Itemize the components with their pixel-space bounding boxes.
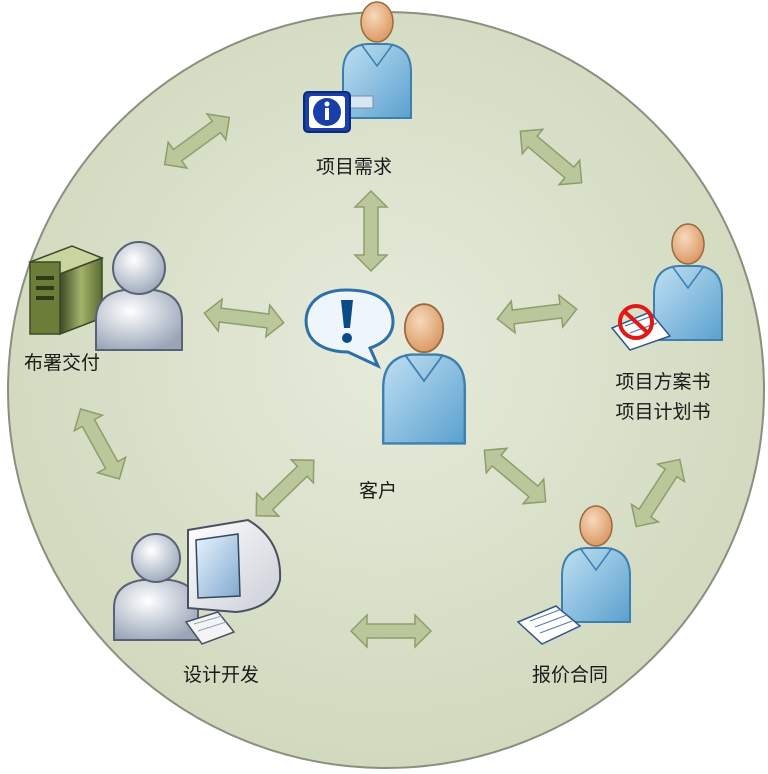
client-label: 客户 — [359, 480, 397, 502]
speech-bubble-icon — [304, 288, 395, 370]
development-label: 设计开发 — [183, 664, 259, 686]
info-icon — [303, 91, 351, 133]
contract-document-icon — [516, 605, 582, 645]
proposal-label-line2: 项目计划书 — [615, 401, 710, 423]
forbidden-icon — [618, 304, 654, 340]
development-user-icon — [113, 533, 199, 641]
quote-label: 报价合同 — [532, 664, 608, 686]
server-icon — [27, 245, 105, 336]
deployment-user-icon — [95, 241, 183, 351]
requirements-label: 项目需求 — [316, 156, 392, 178]
computer-icon — [184, 518, 282, 645]
deployment-label: 布署交付 — [24, 352, 100, 374]
proposal-label-line1: 项目方案书 — [615, 371, 710, 393]
